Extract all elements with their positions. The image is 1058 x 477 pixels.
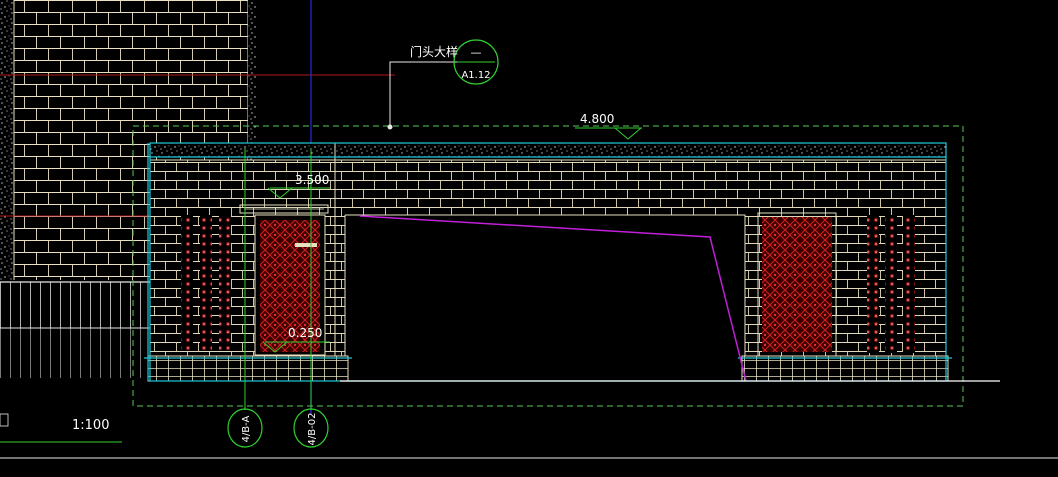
axis-label-a: 4/B-A	[241, 415, 252, 442]
detail-ref-bottom: A1.12	[461, 70, 490, 81]
elevation-base-label: 0.250	[288, 326, 322, 340]
axis-label-b: 4/B-02	[307, 413, 318, 446]
detail-title-label: 门头大样	[410, 44, 458, 59]
scale-marks	[0, 413, 1058, 459]
scale-label: 1:100	[72, 418, 109, 433]
detail-leader	[387, 61, 462, 130]
axis-leaders	[244, 148, 312, 410]
axis-bubble-a[interactable]	[227, 408, 263, 448]
tower-railing	[0, 281, 150, 378]
axis-bubble-b[interactable]	[293, 408, 329, 448]
right-lattice-panel	[757, 212, 837, 357]
magenta-slope-line	[359, 215, 747, 382]
green-dashed-boundary	[132, 125, 964, 407]
elevation-canopy-label: 3.500	[295, 173, 329, 187]
left-bead-columns	[181, 215, 231, 351]
elevation-roof-label: 4.800	[580, 112, 614, 126]
detail-callout-circle[interactable]	[453, 39, 499, 85]
left-lattice-panel	[239, 204, 329, 356]
right-bead-columns	[867, 215, 915, 353]
detail-ref-top: —	[471, 46, 482, 59]
elevation-markers	[262, 127, 642, 353]
